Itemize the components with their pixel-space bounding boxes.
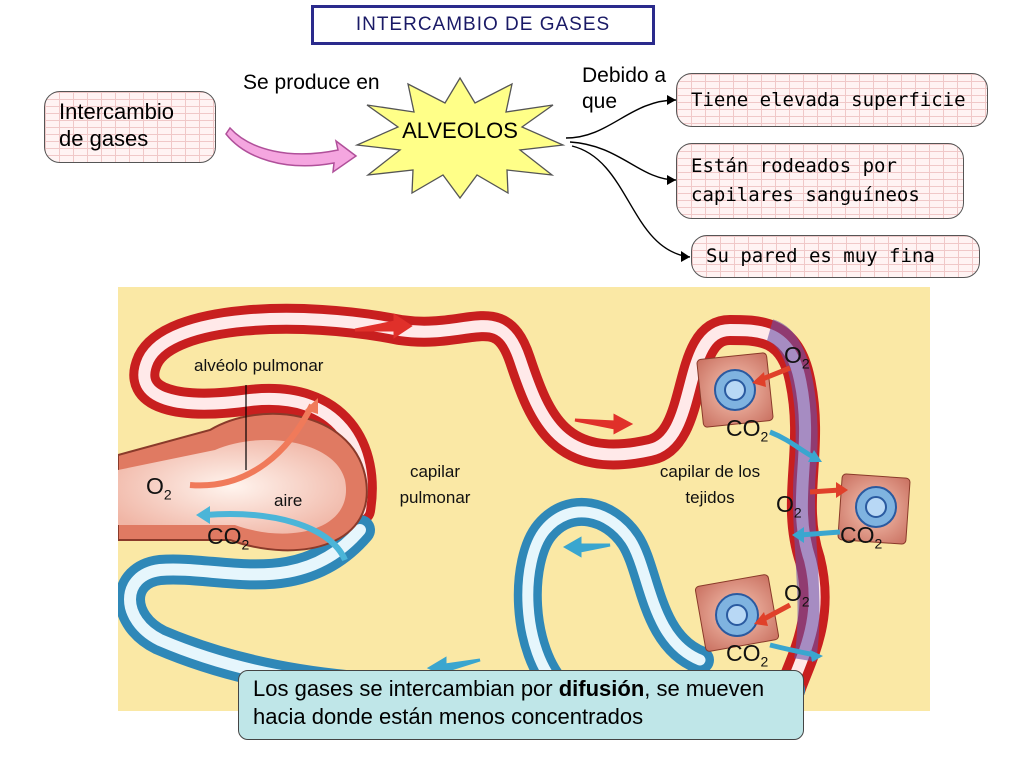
reason-box-superficie: Tiene elevada superficie [676,73,988,127]
concept-box: Intercambio de gases [44,91,216,163]
alveolos-star [354,76,566,200]
tissue-capillary-label: capilar de los tejidos [659,462,761,507]
o2-label-tissue-1: O2 [784,342,810,372]
pink-arrow [225,126,358,174]
page-title: INTERCAMBIO DE GASES [311,5,655,45]
co2-label-tissue-2: CO2 [840,522,883,552]
o2-label-tissue-3: O2 [784,580,810,610]
reason-connector-label: Debido a que [582,64,667,113]
co2-label-tissue-3: CO2 [726,640,769,670]
air-label: aire [274,491,303,510]
reason-box-pared: Su pared es muy fina [691,235,980,278]
concept-map-connectors: ALVEOLOS [225,76,691,262]
co2-label-tissue-1: CO2 [726,415,769,445]
o2-flow-arrow [189,403,315,489]
co2-label-lung: CO2 [207,523,250,553]
co2-flow-arrow [204,511,348,562]
tissue-cell-middle [837,473,911,545]
o2-label-tissue-2: O2 [776,491,802,521]
reason-box-capilares: Están rodeados por capilares sanguíneos [676,143,964,219]
arrow-label: Se produce en [243,71,380,94]
pulmonary-capillary-label: capilar pulmonar [399,462,471,507]
o2-label-lung: O2 [146,473,172,503]
tissue-cell-bottom [694,574,780,652]
alveolos-label: ALVEOLOS [402,118,518,143]
alveolus-label: alvéolo pulmonar [194,356,324,375]
diffusion-caption: Los gases se intercambian por difusión, … [238,670,804,740]
tissue-cell-top [696,352,774,428]
